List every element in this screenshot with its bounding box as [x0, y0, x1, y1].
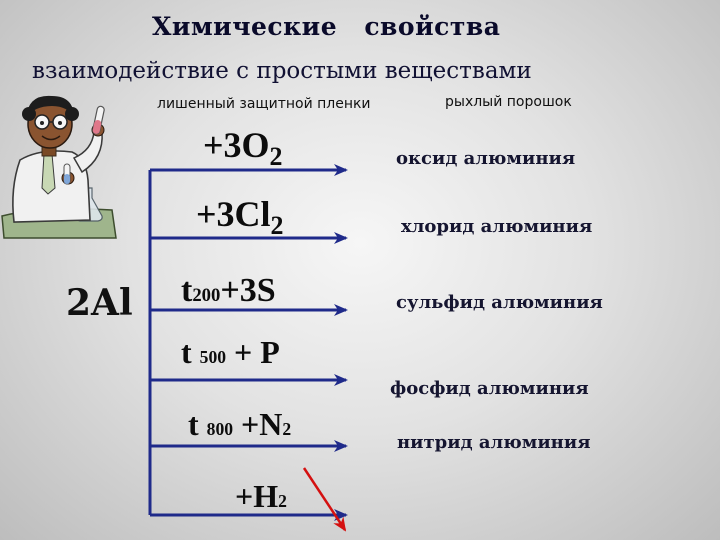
reagent-oxygen: +3O2	[203, 125, 283, 172]
reactant-aluminium: 2Al	[66, 282, 133, 324]
product-aluminium-oxide: оксид алюминия	[396, 148, 576, 169]
product-aluminium-chloride: хлорид алюминия	[401, 216, 593, 237]
page-subtitle: взаимодействие с простыми веществами	[32, 58, 532, 84]
condition-temperature-symbol: t	[181, 272, 193, 309]
crossed-out-arrow	[302, 467, 347, 532]
scientist-illustration	[1, 95, 117, 239]
condition-temperature-symbol: t	[181, 334, 192, 370]
condition-temperature-value: 500	[199, 347, 227, 367]
product-aluminium-nitride: нитрид алюминия	[397, 432, 591, 453]
product-aluminium-sulfide: сульфид алюминия	[396, 292, 603, 313]
reagent-chlorine: +3Cl2	[196, 194, 284, 241]
reagent-nitrogen: t 800 +N2	[188, 406, 292, 442]
reagent-hydrogen: +H2	[235, 478, 287, 514]
product-aluminium-phosphide: фосфид алюминия	[390, 378, 589, 399]
note-no-protective-film: лишенный защитной пленки	[157, 96, 371, 112]
condition-temperature-value: 800	[206, 419, 234, 439]
reagent-phosphorus: t 500 + P	[181, 334, 280, 370]
reagent-sulfur: t200+3S	[181, 272, 276, 309]
condition-temperature-value: 200	[192, 285, 221, 306]
note-loose-powder: рыхлый порошок	[445, 94, 572, 110]
condition-temperature-symbol: t	[188, 406, 199, 442]
page-title: Химические свойства	[152, 12, 501, 41]
